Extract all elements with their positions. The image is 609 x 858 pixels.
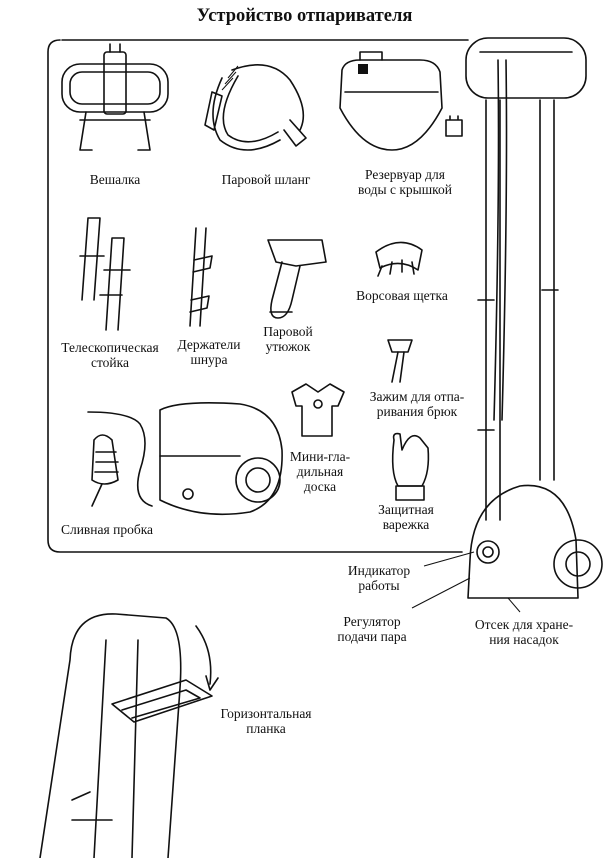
storage-label: Отсек для хране- ния насадок [474, 617, 574, 647]
board-label: Мини-гла- дильная доска [289, 449, 351, 494]
clip-illustration [387, 339, 413, 383]
clip-label: Зажим для отпа- ривания брюк [369, 389, 465, 419]
hanger-label: Вешалка [89, 172, 141, 187]
regulator-label: Регулятор подачи пара [337, 614, 407, 644]
plug-illustration [87, 402, 283, 516]
brush-label: Ворсовая щетка [356, 288, 448, 303]
cord-holders-label: Держатели шнура [177, 337, 241, 367]
tank-label: Резервуар для воды с крышкой [358, 167, 452, 197]
hanger-illustration [61, 43, 169, 151]
steamer-illustration [465, 37, 603, 599]
pole-illustration [79, 217, 131, 331]
pole-label: Телескопическая стойка [61, 340, 159, 370]
page-title: Устройство отпаривателя [196, 6, 413, 26]
cord-holders-illustration [189, 227, 213, 327]
iron-label: Паровой утюжок [263, 324, 313, 354]
regulator-leader [411, 577, 471, 609]
bar-label: Горизонтальная планка [220, 706, 312, 736]
tank-illustration [339, 51, 463, 151]
bar-detail-illustration [39, 613, 219, 858]
mitten-label: Защитная варежка [378, 502, 434, 532]
accessories-frame [47, 39, 469, 553]
indicator-leader [423, 551, 475, 567]
iron-illustration [267, 239, 327, 319]
hose-label: Паровой шланг [221, 172, 311, 187]
plug-label: Сливная пробка [60, 522, 154, 537]
indicator-label: Индикатор работы [347, 563, 411, 593]
mitten-illustration [391, 432, 430, 501]
storage-leader [507, 597, 521, 613]
hose-illustration [204, 64, 307, 151]
board-illustration [291, 383, 345, 437]
brush-illustration [375, 241, 423, 277]
